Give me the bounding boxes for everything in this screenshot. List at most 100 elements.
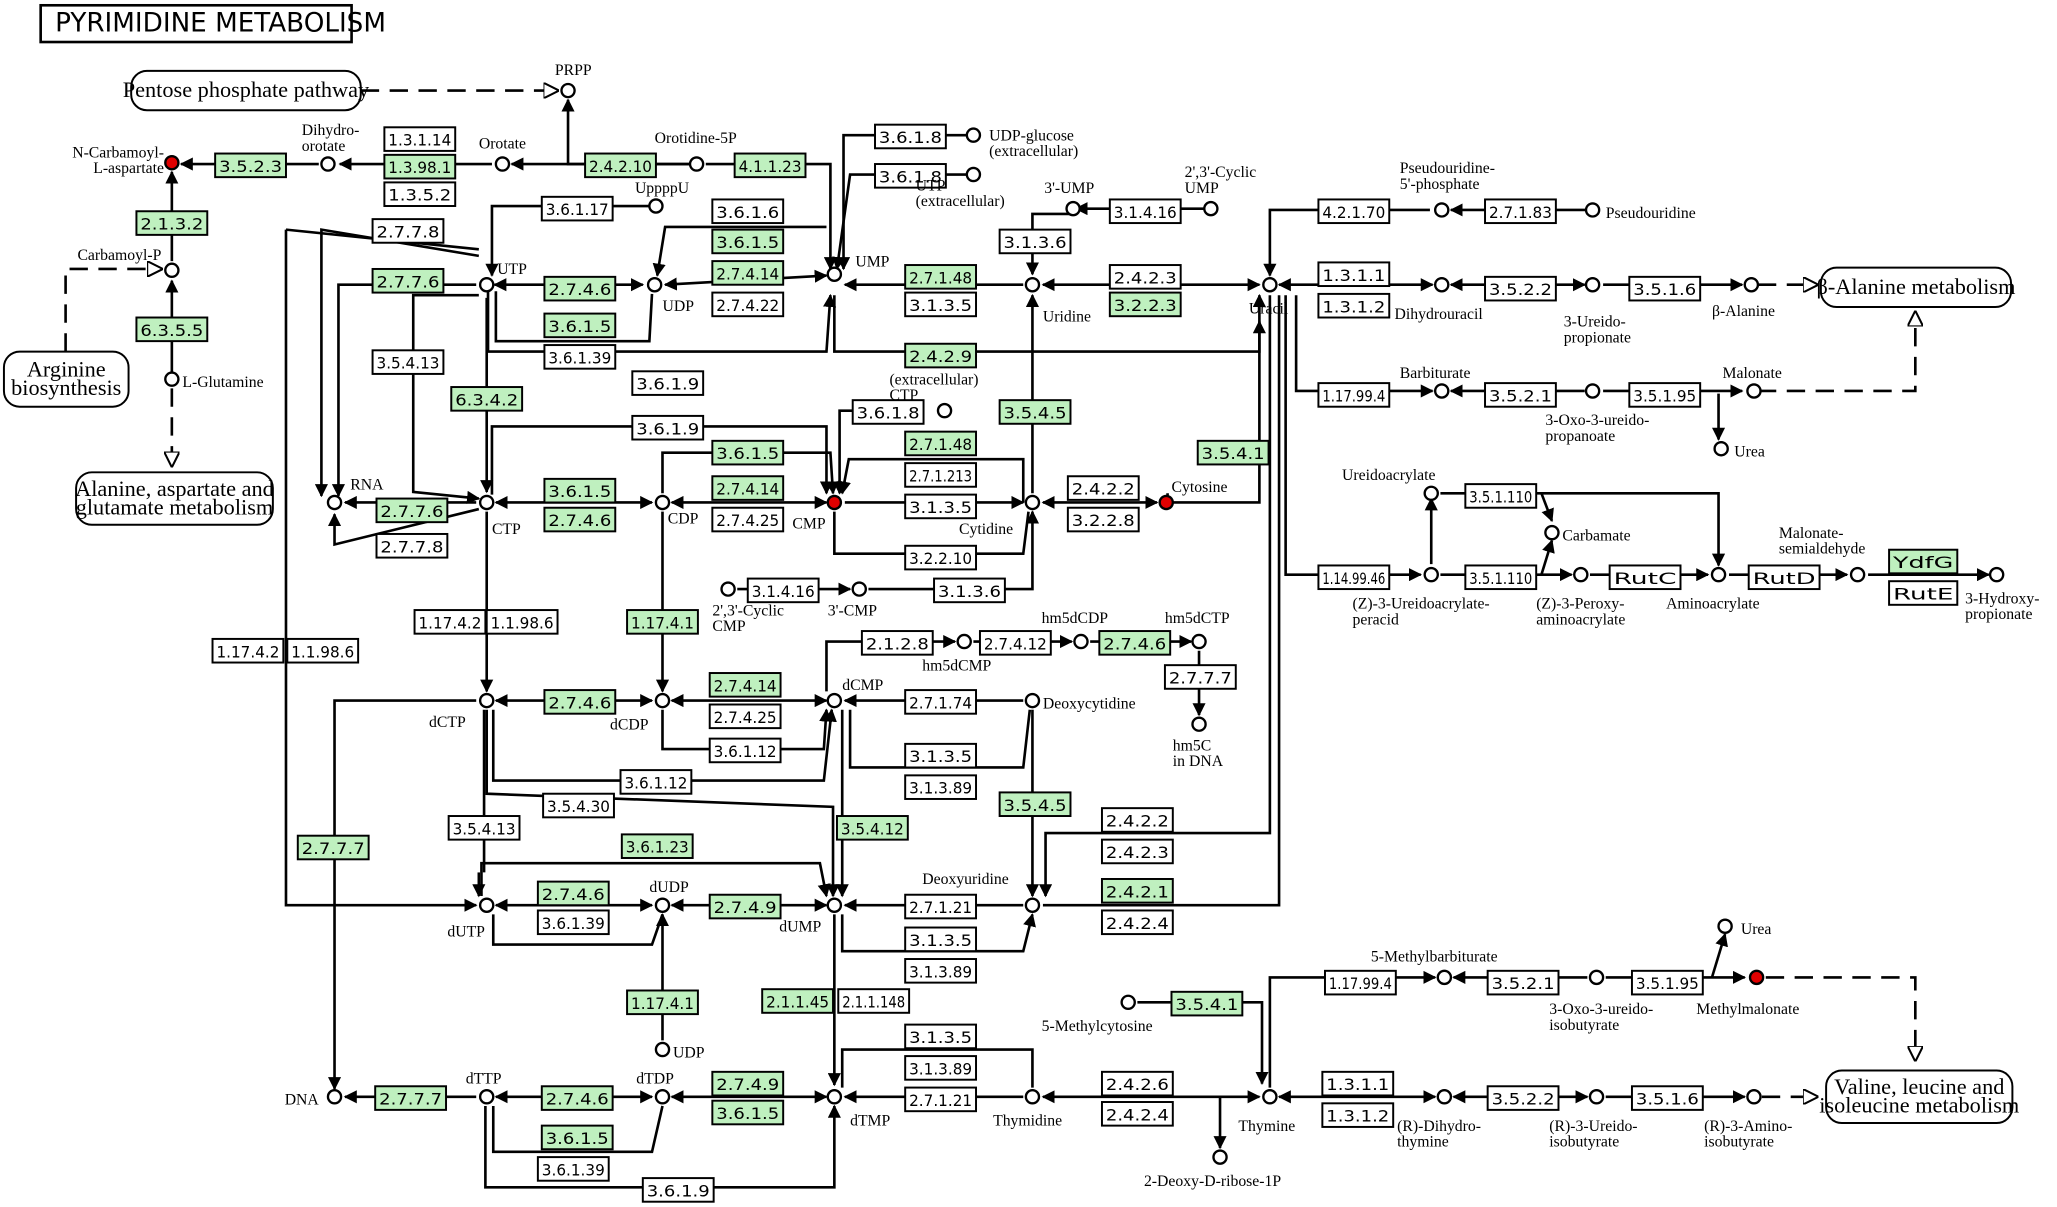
compound-node[interactable]: Thymine bbox=[1238, 1089, 1295, 1135]
enzyme-box[interactable]: 2.7.4.6 bbox=[536, 880, 610, 907]
compound-dot[interactable] bbox=[1748, 969, 1765, 986]
compound-node[interactable]: dCTP bbox=[429, 692, 495, 731]
compound-dot[interactable] bbox=[478, 1089, 495, 1105]
pathway-map-link-bala[interactable]: β-Alanine metabolism bbox=[1816, 266, 2015, 309]
enzyme-box[interactable]: 2.7.1.48 bbox=[904, 264, 978, 290]
compound-dot[interactable] bbox=[1262, 276, 1278, 293]
compound-dot[interactable] bbox=[326, 494, 343, 511]
enzyme-box[interactable]: 2.7.4.6 bbox=[1098, 630, 1172, 656]
compound-node[interactable]: UMP bbox=[826, 253, 890, 282]
compound-dot[interactable] bbox=[1746, 383, 1762, 399]
enzyme-box[interactable]: 2.1.1.148 bbox=[837, 988, 911, 1014]
compound-dot[interactable] bbox=[1436, 969, 1453, 986]
compound-node[interactable]: Malonate-semialdehyde bbox=[1779, 525, 1866, 583]
compound-dot[interactable] bbox=[164, 154, 180, 171]
compound-node[interactable]: Dihydro-orotate bbox=[302, 122, 360, 172]
enzyme-box[interactable]: 3.5.2.2 bbox=[1486, 1085, 1560, 1111]
compound-dot[interactable] bbox=[826, 266, 843, 282]
compound-dot[interactable] bbox=[494, 156, 511, 172]
compound-dot[interactable] bbox=[478, 897, 495, 913]
compound-dot[interactable] bbox=[1065, 200, 1081, 217]
enzyme-box[interactable]: 1.3.98.1 bbox=[383, 153, 457, 180]
enzyme-box[interactable]: 2.7.4.9 bbox=[708, 893, 782, 920]
enzyme-box[interactable]: 2.4.2.4 bbox=[1100, 1101, 1174, 1127]
compound-dot[interactable] bbox=[1120, 994, 1136, 1011]
compound-dot[interactable] bbox=[560, 82, 576, 99]
enzyme-box[interactable]: 3.6.1.6 bbox=[711, 198, 785, 225]
enzyme-box[interactable]: 2.7.1.213 bbox=[904, 462, 978, 488]
enzyme-box[interactable]: 2.7.1.21 bbox=[904, 893, 978, 920]
enzyme-box[interactable]: 2.4.2.2 bbox=[1100, 807, 1174, 833]
compound-dot[interactable] bbox=[851, 581, 868, 597]
enzyme-box[interactable]: 2.7.1.48 bbox=[904, 430, 978, 457]
enzyme-box[interactable]: 3.6.1.9 bbox=[631, 414, 705, 441]
enzyme-box[interactable]: 3.5.4.5 bbox=[998, 791, 1072, 818]
compound-dot[interactable] bbox=[965, 166, 982, 183]
pathway-map-link-ppp[interactable]: Pentose phosphate pathway bbox=[123, 69, 370, 112]
enzyme-box[interactable]: 3.5.4.13 bbox=[447, 815, 521, 841]
compound-node[interactable]: Methylmalonate bbox=[1696, 969, 1799, 1018]
compound-dot[interactable] bbox=[1988, 566, 2005, 583]
enzyme-box[interactable]: 2.4.2.4 bbox=[1100, 909, 1174, 936]
enzyme-box[interactable]: 2.7.7.6 bbox=[371, 267, 445, 294]
compound-node[interactable]: Orotidine-5P bbox=[655, 130, 737, 172]
enzyme-box[interactable]: 3.1.4.16 bbox=[1108, 198, 1182, 225]
enzyme-box[interactable]: 3.6.1.8 bbox=[874, 163, 947, 189]
compound-dot[interactable] bbox=[1433, 202, 1450, 218]
enzyme-box[interactable]: 3.6.1.5 bbox=[543, 312, 617, 339]
compound-node[interactable]: UTP bbox=[478, 261, 527, 293]
compound-dot[interactable] bbox=[1588, 969, 1605, 986]
compound-node[interactable]: dTMP bbox=[826, 1089, 891, 1130]
compound-dot[interactable] bbox=[1436, 1089, 1453, 1105]
enzyme-box[interactable]: 3.5.2.1 bbox=[1486, 969, 1560, 996]
compound-dot[interactable] bbox=[1423, 566, 1439, 583]
compound-dot[interactable] bbox=[826, 1089, 843, 1105]
compound-node[interactable]: (R)-3-Amino-isobutyrate bbox=[1704, 1089, 1792, 1151]
compound-node[interactable]: Cytosine bbox=[1158, 479, 1228, 511]
compound-node[interactable]: dUDP bbox=[649, 879, 689, 913]
compound-dot[interactable] bbox=[164, 262, 180, 279]
compound-node[interactable]: DNA bbox=[285, 1089, 343, 1109]
enzyme-box[interactable]: 3.1.4.16 bbox=[746, 577, 820, 604]
compound-node[interactable]: Ureidoacrylate bbox=[1342, 467, 1439, 502]
compound-dot[interactable] bbox=[1584, 383, 1601, 399]
enzyme-box[interactable]: 1.17.4.1 bbox=[626, 989, 699, 1016]
enzyme-box[interactable]: 2.4.2.10 bbox=[584, 152, 657, 179]
enzyme-box[interactable]: 4.2.1.70 bbox=[1317, 198, 1391, 225]
enzyme-box[interactable]: 3.6.1.12 bbox=[619, 769, 693, 795]
compound-node[interactable]: dCMP bbox=[826, 677, 884, 709]
compound-dot[interactable] bbox=[1588, 1089, 1605, 1105]
enzyme-box[interactable]: 1.17.99.4 bbox=[1317, 382, 1391, 408]
compound-dot[interactable] bbox=[478, 494, 495, 511]
compound-node[interactable]: CTP bbox=[478, 494, 521, 538]
compound-dot[interactable] bbox=[1203, 200, 1219, 217]
compound-node[interactable]: dCDP bbox=[610, 692, 671, 733]
enzyme-box[interactable]: 2.7.7.7 bbox=[1163, 664, 1237, 690]
enzyme-box[interactable]: 2.7.4.6 bbox=[543, 506, 617, 533]
compound-node[interactable]: dUTP bbox=[447, 897, 495, 941]
enzyme-box[interactable]: 2.7.4.25 bbox=[708, 703, 782, 730]
enzyme-box[interactable]: 2.4.2.2 bbox=[1066, 475, 1140, 501]
enzyme-box[interactable]: 3.5.2.1 bbox=[1484, 382, 1557, 408]
enzyme-box[interactable]: 2.7.7.7 bbox=[296, 834, 370, 861]
compound-dot[interactable] bbox=[956, 633, 972, 650]
enzyme-box[interactable]: 3.5.1.110 bbox=[1464, 564, 1538, 591]
enzyme-box[interactable]: 2.1.2.8 bbox=[860, 630, 934, 656]
compound-dot[interactable] bbox=[1423, 485, 1439, 502]
enzyme-box[interactable]: 1.3.1.14 bbox=[383, 126, 457, 152]
compound-node[interactable]: PRPP bbox=[555, 62, 592, 99]
compound-node[interactable]: UDP bbox=[654, 1041, 705, 1061]
enzyme-box[interactable]: 1.1.98.6 bbox=[485, 609, 559, 635]
enzyme-box[interactable]: 3.5.4.13 bbox=[371, 349, 445, 375]
compound-node[interactable]: 2-Deoxy-D-ribose-1P bbox=[1144, 1149, 1281, 1190]
compound-dot[interactable] bbox=[646, 276, 663, 293]
enzyme-box[interactable]: 2.7.4.6 bbox=[540, 1085, 614, 1111]
compound-node[interactable]: hm5dCDP bbox=[1042, 610, 1109, 650]
compound-dot[interactable] bbox=[936, 402, 953, 419]
enzyme-box[interactable]: 2.7.7.8 bbox=[371, 218, 445, 244]
compound-dot[interactable] bbox=[326, 1089, 343, 1105]
compound-node[interactable]: Carbamoyl-P bbox=[77, 247, 180, 279]
compound-dot[interactable] bbox=[1024, 276, 1041, 293]
enzyme-box[interactable]: 2.7.1.83 bbox=[1484, 198, 1557, 225]
